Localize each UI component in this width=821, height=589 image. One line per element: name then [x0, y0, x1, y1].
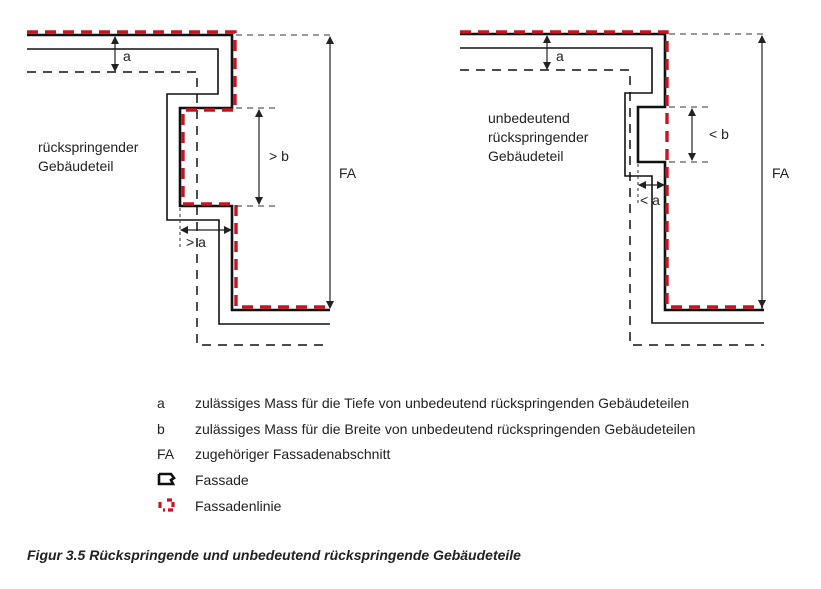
- left-dim-b: > b: [269, 148, 289, 164]
- right-dim-a2: < a: [640, 192, 660, 208]
- right-label: Gebäudeteil: [488, 148, 564, 164]
- legend-text: zulässiges Mass für die Tiefe von unbede…: [195, 394, 690, 411]
- legend-text: zugehöriger Fassadenabschnitt: [195, 446, 391, 463]
- left-dim-a2: > a: [186, 234, 206, 250]
- left-dim-a: a: [123, 48, 131, 64]
- legend-item: a zulässiges Mass für die Tiefe von unbe…: [157, 390, 695, 416]
- right-inner-line: [460, 47, 764, 324]
- right-facade-line: [460, 30, 763, 309]
- legend-key: FA: [157, 446, 175, 463]
- left-label: Gebäudeteil: [38, 158, 114, 174]
- legend: a zulässiges Mass für die Tiefe von unbe…: [157, 390, 695, 519]
- left-dim-fa: FA: [339, 165, 357, 181]
- facade-line-symbol-icon: [157, 497, 195, 516]
- legend-key: a: [157, 394, 165, 411]
- left-facade: [27, 33, 330, 312]
- right-dim-b: < b: [709, 126, 729, 142]
- right-dim-a: a: [556, 48, 564, 64]
- legend-item: b zulässiges Mass für die Breite von unb…: [157, 416, 695, 442]
- left-inner-line: [27, 48, 330, 325]
- legend-item: Fassade: [157, 467, 695, 493]
- legend-item: Fassadenlinie: [157, 493, 695, 519]
- legend-key: b: [157, 420, 165, 437]
- right-dashed-line: [460, 69, 764, 346]
- facade-symbol-icon: [157, 471, 195, 490]
- left-diagram: rückspringender Gebäudeteil a > b > a FA: [27, 30, 357, 346]
- legend-text: Fassadenlinie: [195, 498, 282, 515]
- legend-item: FA zugehöriger Fassadenabschnitt: [157, 442, 695, 468]
- left-facade-line: [27, 30, 330, 309]
- right-dim-fa: FA: [772, 165, 790, 181]
- left-label: rückspringender: [38, 139, 139, 155]
- left-dashed-line: [27, 71, 330, 346]
- right-diagram: unbedeutend rückspringender Gebäudeteil …: [460, 30, 790, 346]
- figure-caption: Figur 3.5 Rückspringende und unbedeutend…: [27, 547, 521, 563]
- legend-text: Fassade: [195, 472, 249, 489]
- legend-text: zulässiges Mass für die Breite von unbed…: [195, 420, 696, 437]
- right-label: rückspringender: [488, 129, 589, 145]
- right-label: unbedeutend: [488, 110, 570, 126]
- right-facade: [460, 32, 764, 312]
